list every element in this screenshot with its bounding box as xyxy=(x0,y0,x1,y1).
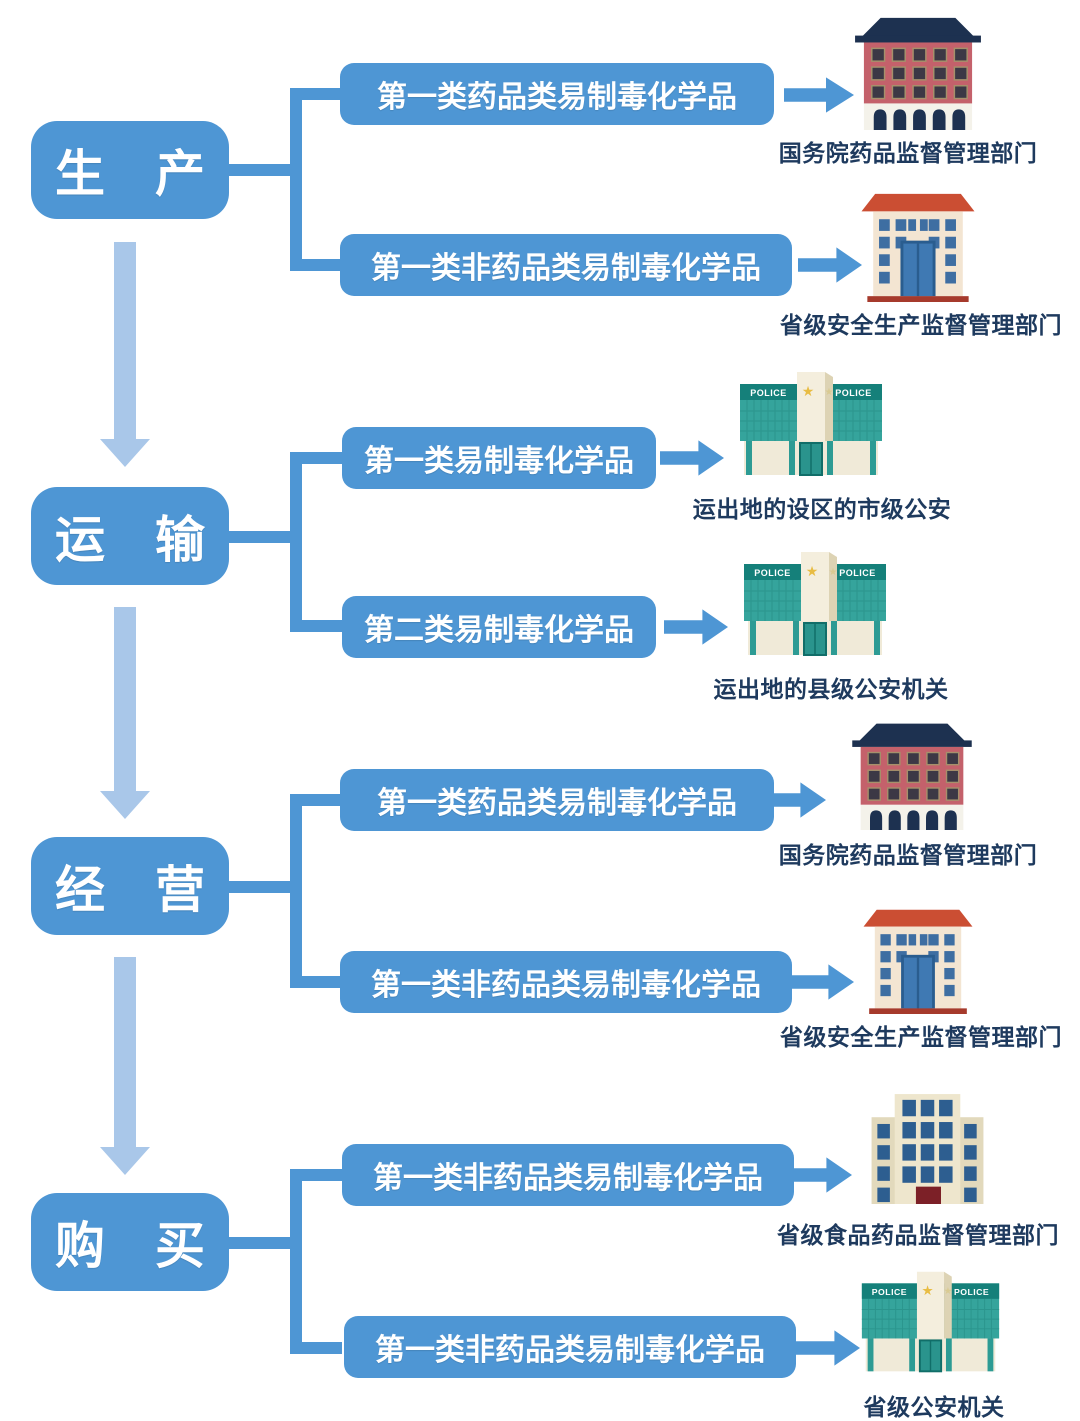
bracket-connector xyxy=(290,452,302,632)
branch-label: 第一类非药品类易制毒化学品 xyxy=(340,951,792,1013)
bracket-connector xyxy=(290,794,342,806)
arrow-right-icon xyxy=(664,609,728,645)
branch-label: 第一类易制毒化学品 xyxy=(342,427,656,489)
stage-box-operation: 经 营 xyxy=(31,837,229,935)
branch-label: 第一类药品类易制毒化学品 xyxy=(340,769,774,831)
bracket-connector xyxy=(228,164,300,176)
bracket-connector xyxy=(290,794,302,988)
branch-label: 第一类非药品类易制毒化学品 xyxy=(342,1144,794,1206)
flow-down-arrow-1 xyxy=(100,242,150,467)
bracket-connector xyxy=(290,976,342,988)
government-building-icon xyxy=(842,718,982,830)
authority-caption: 运出地的县级公安机关 xyxy=(713,676,949,702)
branch-label: 第一类非药品类易制毒化学品 xyxy=(344,1316,796,1378)
stage-box-transport: 运 输 xyxy=(31,487,229,585)
police-station-icon xyxy=(740,548,890,662)
bracket-connector xyxy=(290,1169,302,1354)
branch-label: 第二类易制毒化学品 xyxy=(342,596,656,658)
authority-caption: 运出地的设区的市级公安 xyxy=(692,496,952,522)
bracket-connector xyxy=(228,1237,300,1249)
bracket-connector xyxy=(290,259,342,271)
arrow-right-icon xyxy=(784,77,854,113)
arrow-right-icon xyxy=(788,1157,852,1193)
bracket-connector xyxy=(228,881,300,893)
bracket-connector xyxy=(290,88,302,271)
office-tower-icon xyxy=(860,1090,995,1210)
arrow-right-icon xyxy=(798,247,862,283)
branch-label: 第一类非药品类易制毒化学品 xyxy=(340,234,792,296)
police-station-icon xyxy=(736,368,886,482)
government-building-icon xyxy=(848,12,988,130)
authority-caption: 省级食品药品监督管理部门 xyxy=(777,1222,1059,1248)
arrow-right-icon xyxy=(796,1330,860,1366)
authority-caption: 省级安全生产监督管理部门 xyxy=(780,312,1062,338)
bracket-connector xyxy=(290,88,342,100)
bracket-connector xyxy=(290,1169,342,1181)
bracket-connector xyxy=(290,452,342,464)
authority-caption: 国务院药品监督管理部门 xyxy=(778,842,1038,868)
office-building-icon xyxy=(858,190,978,302)
stage-box-production: 生 产 xyxy=(31,121,229,219)
authority-caption: 省级安全生产监督管理部门 xyxy=(780,1024,1062,1050)
arrow-right-icon xyxy=(660,440,724,476)
bracket-connector xyxy=(290,620,342,632)
flow-down-arrow-3 xyxy=(100,957,150,1175)
authority-caption: 国务院药品监督管理部门 xyxy=(778,140,1038,166)
flow-down-arrow-2 xyxy=(100,607,150,819)
authority-caption: 省级公安机关 xyxy=(863,1394,1005,1420)
bracket-connector xyxy=(290,1342,342,1354)
office-building-icon xyxy=(858,906,978,1014)
stage-box-purchase: 购 买 xyxy=(31,1193,229,1291)
bracket-connector xyxy=(228,531,300,543)
branch-label: 第一类药品类易制毒化学品 xyxy=(340,63,774,125)
police-station-icon xyxy=(858,1266,1003,1380)
arrow-right-icon xyxy=(790,964,854,1000)
